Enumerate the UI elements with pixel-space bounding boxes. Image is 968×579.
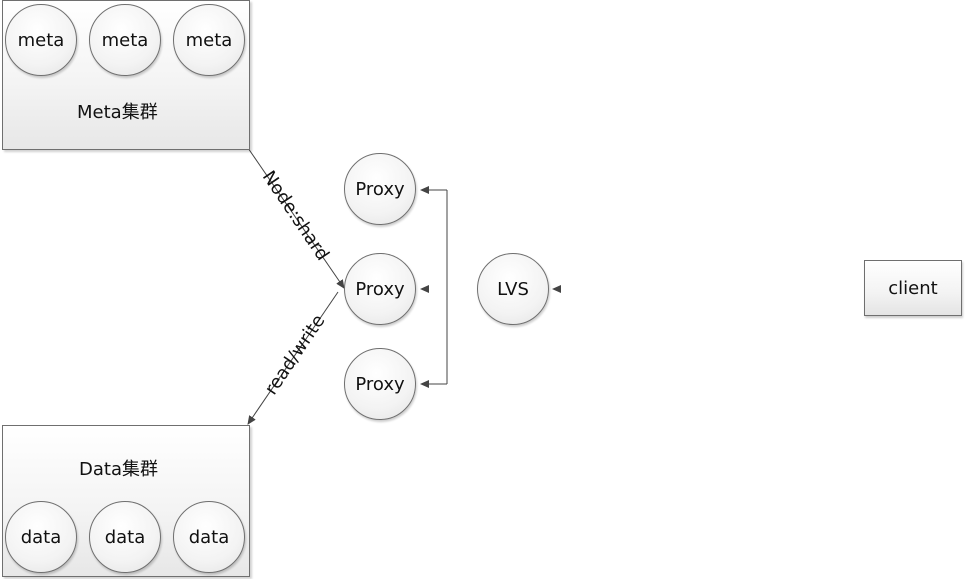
proxy-node-top: Proxy xyxy=(344,153,416,225)
meta-cluster: meta meta meta Meta集群 xyxy=(2,0,250,150)
meta-cluster-label: Meta集群 xyxy=(77,102,158,123)
proxy-node-middle: Proxy xyxy=(344,253,416,325)
proxy-node-bottom: Proxy xyxy=(344,348,416,420)
meta-node-1: meta xyxy=(5,4,77,76)
edge-node-shard xyxy=(247,147,345,289)
arrow-to-proxy-middle xyxy=(420,285,429,293)
meta-node-2: meta xyxy=(89,4,161,76)
meta-node-3: meta xyxy=(173,4,245,76)
data-node-1: data xyxy=(5,501,77,573)
edge-label-read-write: read/write xyxy=(261,311,330,399)
arrow-to-lvs xyxy=(552,285,561,293)
data-node-3: data xyxy=(173,501,245,573)
edge-read-write xyxy=(247,291,339,425)
client-node: client xyxy=(864,260,962,316)
edge-label-node-shard: Node:shard xyxy=(258,167,333,264)
data-node-2: data xyxy=(89,501,161,573)
data-cluster-label: Data集群 xyxy=(79,459,158,480)
data-cluster: Data集群 data data data xyxy=(2,425,250,577)
lvs-node: LVS xyxy=(477,253,549,325)
